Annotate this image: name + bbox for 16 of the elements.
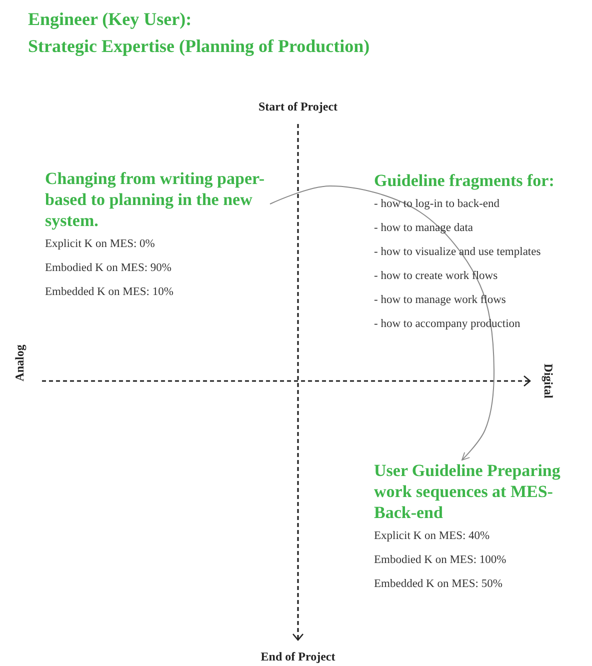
curved-arrow bbox=[270, 186, 494, 460]
heading: User Guideline Preparing work sequences at MES-Back-end bbox=[374, 460, 562, 523]
list-item: Explicit K on MES: 0% bbox=[45, 237, 156, 252]
title: Engineer (Key User): Strategic Expertise (Planning of Production) bbox=[28, 8, 371, 58]
list-item: Embodied K on MES: 100% bbox=[374, 553, 508, 568]
list-item: - how to visualize and use templates bbox=[374, 245, 542, 260]
heading: Changing from writing paper-based to planning in the new system. bbox=[45, 168, 266, 231]
heading: Guideline fragments for: bbox=[374, 170, 556, 191]
axis-label: Analog bbox=[12, 344, 28, 382]
axis-label: Digital bbox=[540, 364, 556, 398]
axis-label: Start of Project bbox=[258, 100, 338, 114]
list-item: Embedded K on MES: 10% bbox=[45, 285, 174, 300]
axis-label: End of Project bbox=[260, 650, 336, 664]
list-item: Embodied K on MES: 90% bbox=[45, 261, 172, 276]
list-item: Explicit K on MES: 40% bbox=[374, 529, 491, 544]
list-item: Embedded K on MES: 50% bbox=[374, 577, 504, 592]
